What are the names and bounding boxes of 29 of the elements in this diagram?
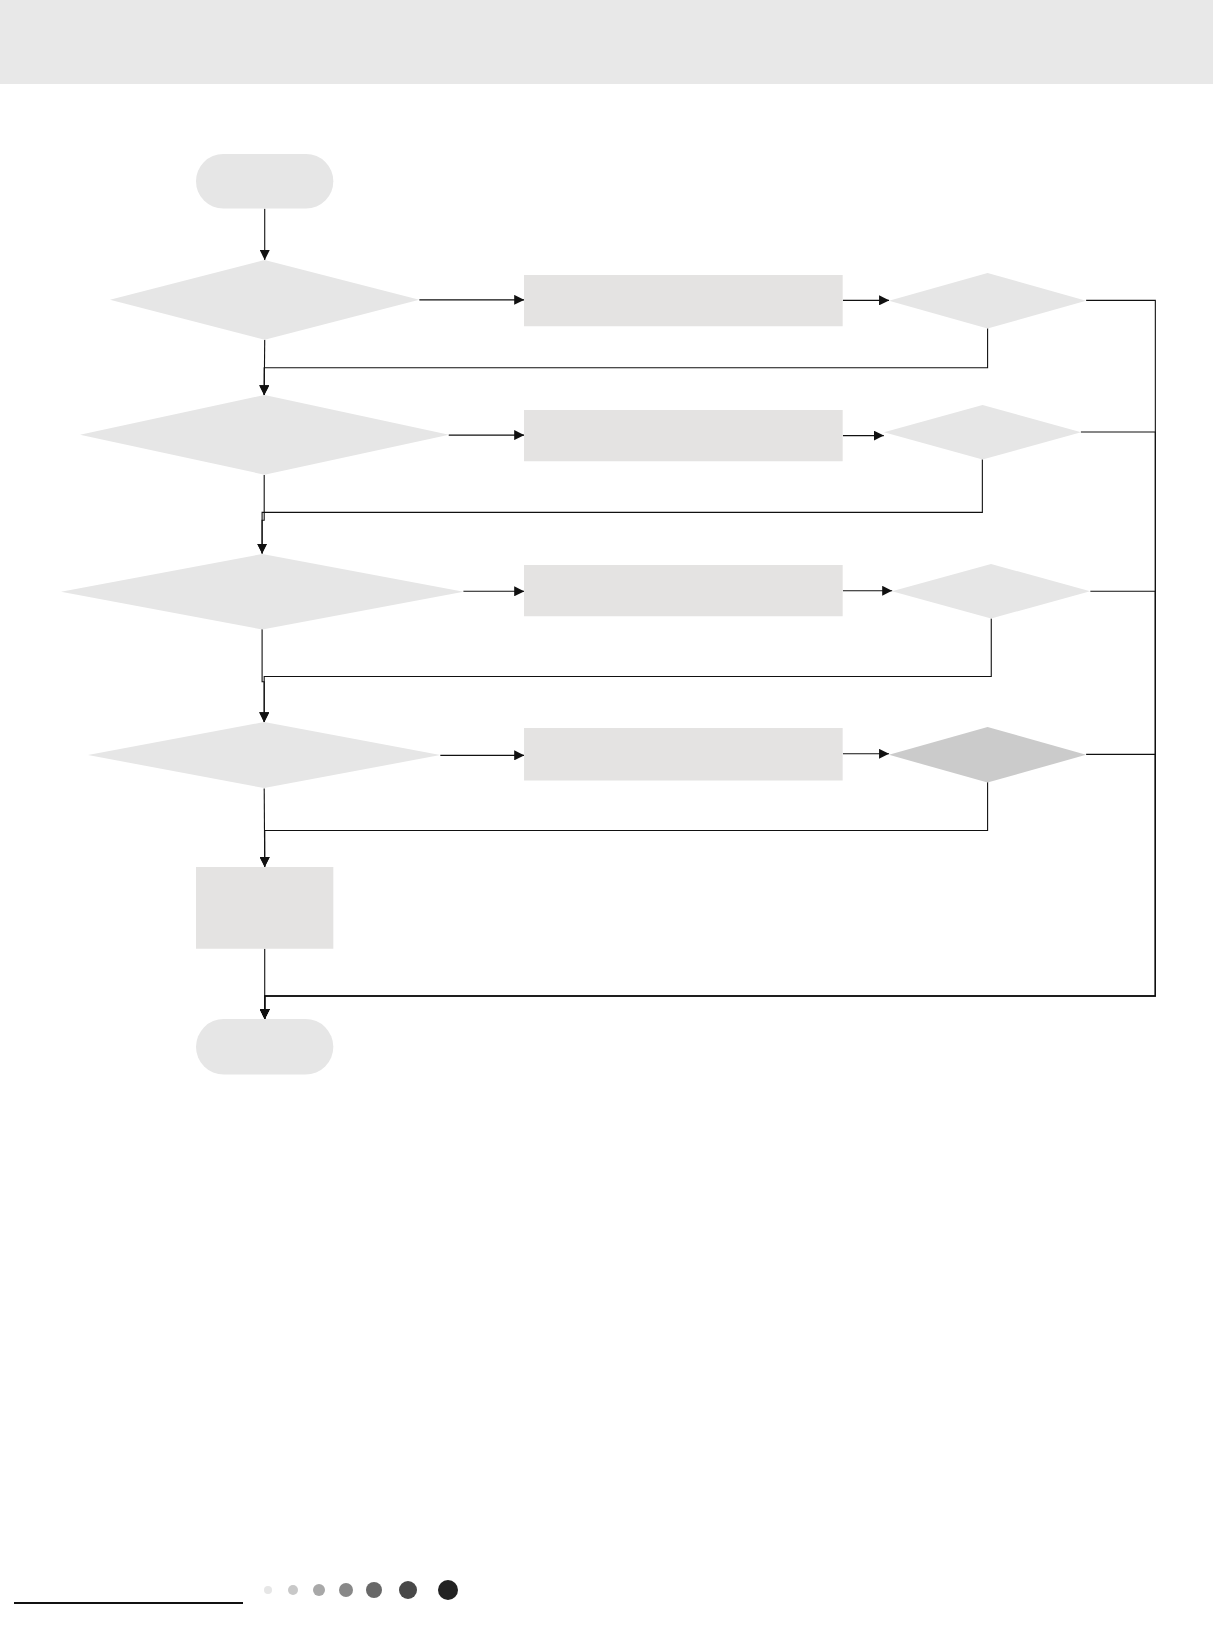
decision-diamond bbox=[60, 553, 464, 630]
arrow bbox=[257, 474, 268, 555]
decision-diamond bbox=[883, 404, 1081, 460]
arrow bbox=[842, 585, 893, 596]
decision-diamond bbox=[88, 722, 441, 789]
process-box bbox=[524, 565, 843, 617]
process-box bbox=[196, 867, 334, 949]
arrow bbox=[259, 339, 270, 396]
arrow bbox=[842, 748, 890, 759]
process-box bbox=[524, 274, 843, 327]
decision-diamond bbox=[889, 272, 1087, 329]
decision-diamond bbox=[889, 726, 1087, 783]
arrow bbox=[448, 430, 525, 441]
process-box bbox=[524, 409, 843, 462]
terminal-capsule bbox=[196, 154, 334, 209]
terminal-capsule bbox=[196, 1019, 334, 1075]
arrow bbox=[439, 750, 525, 761]
arrow bbox=[842, 295, 890, 306]
decision-diamond bbox=[110, 260, 420, 340]
arrow bbox=[418, 294, 525, 305]
decision-diamond bbox=[892, 564, 1091, 619]
decision-diamond bbox=[79, 395, 449, 475]
process-box bbox=[524, 727, 843, 780]
arrow bbox=[259, 208, 270, 261]
arrow bbox=[259, 753, 1156, 1020]
arrow bbox=[259, 787, 270, 868]
arrow bbox=[462, 586, 525, 597]
arrow bbox=[259, 628, 270, 723]
arrow bbox=[842, 430, 885, 441]
